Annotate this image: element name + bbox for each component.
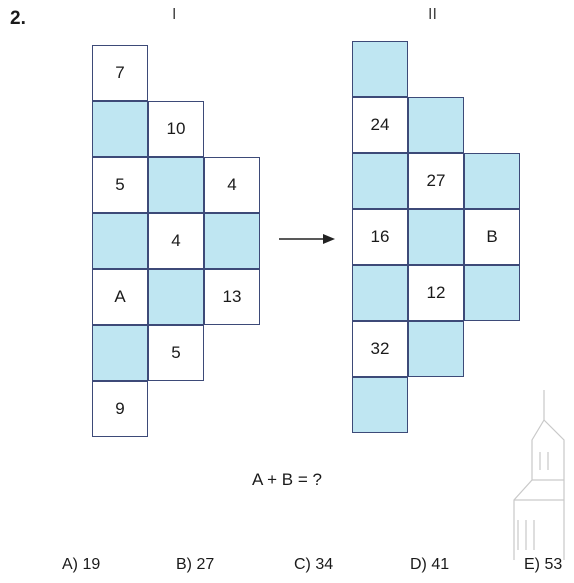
grid2-cell	[352, 41, 408, 97]
grid1-cell: 4	[204, 157, 260, 213]
grid2-cell: 24	[352, 97, 408, 153]
question-number: 2.	[10, 8, 26, 29]
grid2-cell: 12	[408, 265, 464, 321]
option-b[interactable]: B) 27	[176, 556, 215, 573]
grid1-cell: 4	[148, 213, 204, 269]
grid2-cell	[352, 265, 408, 321]
grid-label-i: I	[172, 6, 177, 23]
right-arrow-icon	[279, 234, 335, 244]
grid1-cell: 13	[204, 269, 260, 325]
grid1-cell: 10	[148, 101, 204, 157]
option-e[interactable]: E) 53	[524, 556, 563, 573]
grid2-cell	[464, 153, 520, 209]
grid2-cell: B	[464, 209, 520, 265]
grid1-cell: 7	[92, 45, 148, 101]
grid1-cell	[148, 157, 204, 213]
option-d[interactable]: D) 41	[410, 556, 450, 573]
grid1-cell	[92, 101, 148, 157]
grid1-cell: 5	[92, 157, 148, 213]
grid-label-ii: II	[428, 6, 437, 23]
grid2-cell	[408, 321, 464, 377]
equation: A + B = ?	[252, 470, 322, 489]
building-sketch-watermark	[513, 390, 565, 560]
grid1-cell	[92, 325, 148, 381]
grid2-cell	[408, 209, 464, 265]
grid2-cell	[352, 153, 408, 209]
grid1-cell: A	[92, 269, 148, 325]
grid1-cell: 5	[148, 325, 204, 381]
grid2-cell	[352, 377, 408, 433]
option-a[interactable]: A) 19	[62, 556, 101, 573]
grid2-cell: 16	[352, 209, 408, 265]
grid2-cell: 32	[352, 321, 408, 377]
grid1-cell: 9	[92, 381, 148, 437]
grid1-cell	[148, 269, 204, 325]
grid2-cell: 27	[408, 153, 464, 209]
grid2-cell	[464, 265, 520, 321]
grid1-cell	[92, 213, 148, 269]
grid2-cell	[408, 97, 464, 153]
grid1-cell	[204, 213, 260, 269]
option-c[interactable]: C) 34	[294, 556, 334, 573]
